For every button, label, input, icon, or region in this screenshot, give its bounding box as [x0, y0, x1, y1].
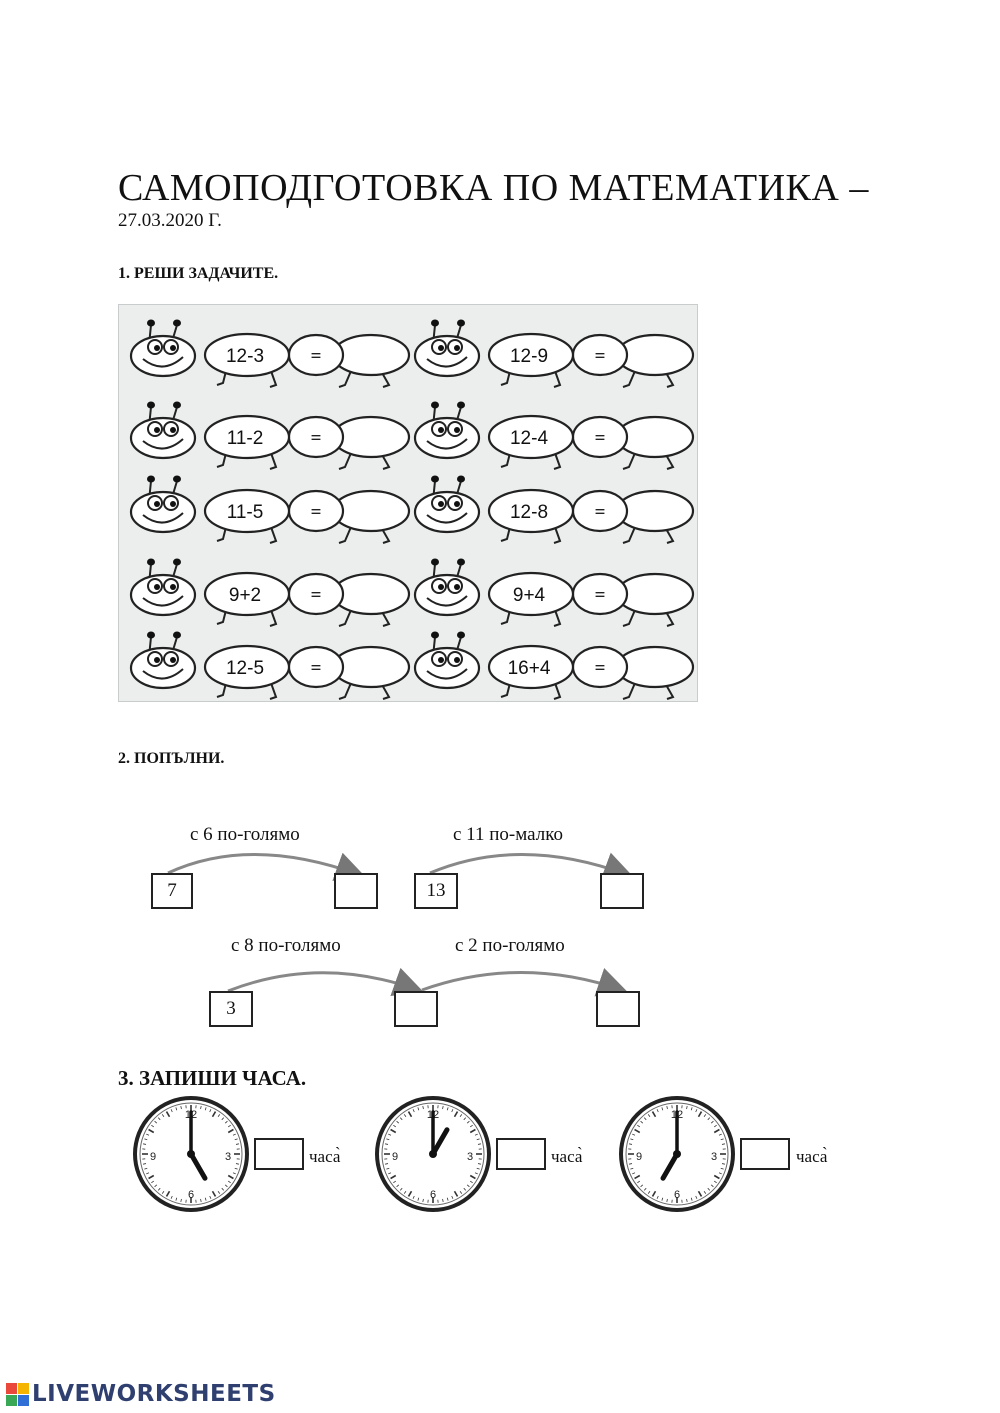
ant-left-2: 11-2 = — [129, 401, 411, 470]
liveworksheets-brand[interactable]: LIVEWORKSHEETS — [32, 1381, 276, 1407]
ant-right-3: 12-8 = — [413, 475, 695, 544]
clock-1-numeral-9: 9 — [150, 1151, 156, 1163]
arrow-3-curve — [227, 967, 424, 997]
clock-2-hour-hand — [430, 1127, 450, 1157]
arrow-2-start-box: 13 — [414, 873, 458, 909]
clock-1-numeral-3: 3 — [225, 1151, 231, 1163]
ant-left-4-equals: = — [311, 585, 322, 606]
ant-right-5-equals: = — [595, 658, 606, 679]
ant-right-1: 12-9 = — [413, 319, 695, 388]
clock-3-numeral-6: 6 — [674, 1189, 680, 1201]
ant-left-1: 12-3 = — [129, 319, 411, 388]
arrow-4-answer-box[interactable] — [596, 991, 640, 1027]
arrow-1-start-box: 7 — [151, 873, 193, 909]
ant-right-3-expression: 12-8 — [510, 502, 548, 523]
clock-2-numeral-6: 6 — [430, 1189, 436, 1201]
clock-3-numeral-9: 9 — [636, 1151, 642, 1163]
ant-left-1-expression: 12-3 — [226, 346, 264, 367]
arrow-2-label: с 11 по-малко — [453, 824, 563, 845]
ant-exercise-panel: 12-3=11-2=11-5=9+2=12-5=12-9=12-4=12-8=9… — [118, 304, 698, 702]
liveworksheets-logo-icon — [6, 1383, 29, 1406]
clock-1-unit: часа̀ — [309, 1147, 341, 1166]
ant-right-2: 12-4 = — [413, 401, 695, 470]
clock-2-unit: часа̀ — [551, 1147, 583, 1166]
ant-left-2-expression: 11-2 — [227, 428, 264, 449]
task1-heading: 1. РЕШИ ЗАДАЧИТЕ. — [118, 265, 279, 282]
ant-left-3: 11-5 = — [129, 475, 411, 544]
ant-left-5: 12-5 = — [129, 631, 411, 700]
clocks-drawing: 123691236912369 — [133, 1096, 735, 1212]
ant-right-4-equals: = — [595, 585, 606, 606]
clock-2-numeral-9: 9 — [392, 1151, 398, 1163]
ant-right-2-expression: 12-4 — [510, 428, 548, 449]
ant-left-2-equals: = — [311, 428, 322, 449]
clock-3: 12369 — [619, 1096, 735, 1212]
arrow-1-answer-box[interactable] — [334, 873, 378, 909]
clock-2-numeral-3: 3 — [467, 1151, 473, 1163]
arrow-2-answer-box[interactable] — [600, 873, 644, 909]
ant-left-1-equals: = — [311, 346, 322, 367]
arrow-3-label: с 8 по-голямо — [231, 935, 341, 956]
arrow-4-label: с 2 по-голямо — [455, 935, 565, 956]
ant-right-5-expression: 16+4 — [508, 658, 551, 679]
arrow-1-label: с 6 по-голямо — [190, 824, 300, 845]
ant-right-1-equals: = — [595, 346, 606, 367]
clock-1-numeral-6: 6 — [188, 1189, 194, 1201]
ant-exercise-drawing: 12-3=11-2=11-5=9+2=12-5=12-9=12-4=12-8=9… — [129, 319, 695, 700]
ant-left-3-equals: = — [311, 502, 322, 523]
task3-heading: 3. ЗАПИШИ ЧАСА. — [118, 1066, 307, 1090]
arrow-3-start-box: 3 — [209, 991, 253, 1027]
ant-left-5-equals: = — [311, 658, 322, 679]
arrow-4-curve — [421, 968, 628, 997]
clock-3-answer-box[interactable] — [740, 1138, 790, 1170]
task2-heading: 2. ПОПЪЛНИ. — [118, 750, 225, 767]
ant-right-4-expression: 9+4 — [513, 585, 546, 606]
page-title: САМОПОДГОТОВКА ПО МАТЕМАТИКА – — [118, 167, 869, 209]
arrow-3-answer-box[interactable] — [394, 991, 438, 1027]
ant-right-2-equals: = — [595, 428, 606, 449]
ant-right-1-expression: 12-9 — [510, 346, 548, 367]
clock-2: 12369 — [375, 1096, 491, 1212]
clock-2-answer-box[interactable] — [496, 1138, 546, 1170]
clock-3-unit: часа̀ — [796, 1147, 828, 1166]
arrow-2-curve — [429, 852, 634, 881]
ant-left-4: 9+2 = — [129, 558, 411, 627]
clock-3-hour-hand — [660, 1151, 680, 1181]
ant-left-5-expression: 12-5 — [226, 658, 264, 679]
clock-1: 12369 — [133, 1096, 249, 1212]
ant-left-3-expression: 11-5 — [227, 502, 264, 523]
arrow-1-curve — [167, 852, 366, 881]
ant-right-4: 9+4 = — [413, 558, 695, 627]
clock-1-answer-box[interactable] — [254, 1138, 304, 1170]
clock-1-hour-hand — [188, 1151, 208, 1181]
ant-left-4-expression: 9+2 — [229, 585, 261, 606]
page-date: 27.03.2020 Г. — [118, 210, 222, 231]
ant-right-3-equals: = — [595, 502, 606, 523]
clock-3-numeral-3: 3 — [711, 1151, 717, 1163]
ant-right-5: 16+4 = — [413, 631, 695, 700]
